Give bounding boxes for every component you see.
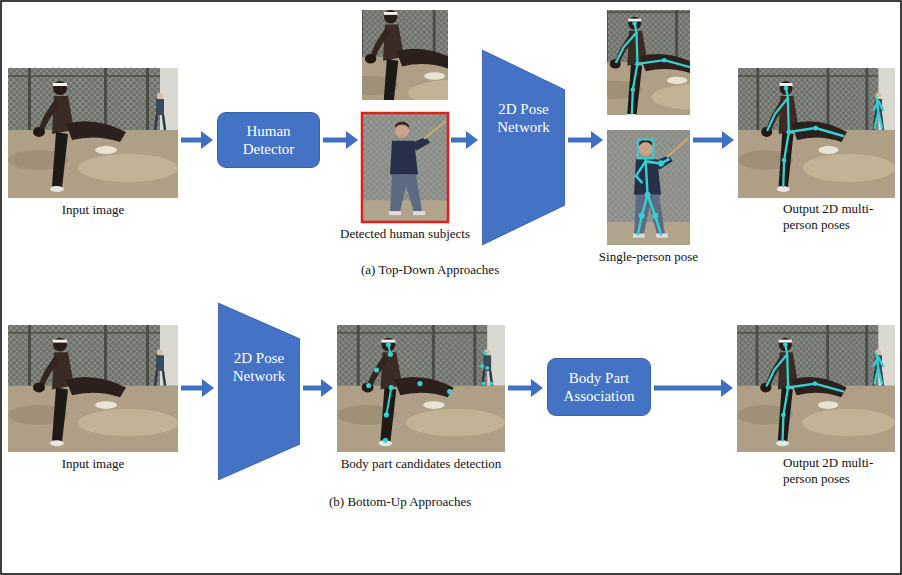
image-node: Single-person pose	[607, 10, 690, 265]
arrow-shaft	[181, 386, 203, 391]
image-caption: Output 2D multi-person poses	[783, 201, 895, 232]
image-caption: Body part candidates detection	[341, 456, 502, 472]
crop-photo	[362, 113, 448, 222]
pose-photo	[587, 5, 744, 125]
image-area	[607, 10, 690, 245]
flow-arrow	[303, 379, 333, 397]
image-caption: Input image	[62, 456, 124, 472]
arrow-shaft	[693, 138, 723, 143]
pose-photo	[607, 130, 690, 245]
flow-arrow	[568, 131, 603, 149]
output-photo	[737, 325, 895, 452]
trapezoid-shape	[218, 303, 300, 480]
section-caption: (a) Top-Down Approaches	[361, 262, 499, 278]
flow-arrow	[508, 379, 543, 397]
arrow-shaft	[451, 138, 467, 143]
network-trapezoid: 2D Pose Network	[482, 50, 565, 245]
arrow-shaft	[303, 386, 322, 391]
image-node: Output 2D multi-person poses	[738, 68, 895, 232]
image-caption: Detected human subjects	[340, 226, 470, 242]
arrow-head	[466, 131, 478, 149]
arrow-head	[722, 131, 734, 149]
image-node: Body part candidates detection	[337, 325, 505, 472]
output-photo	[738, 68, 895, 198]
flow-arrow	[323, 131, 358, 149]
arrow-head	[531, 379, 543, 397]
flow-arrow	[451, 131, 478, 149]
trapezoid-shape	[482, 50, 565, 245]
arrow-head	[721, 379, 733, 397]
arrow-head	[321, 379, 333, 397]
flow-arrow	[693, 131, 734, 149]
image-node: Input image	[8, 68, 178, 218]
node-text: Body Part Association	[556, 369, 642, 405]
image-node: Output 2D multi-person poses	[737, 325, 895, 486]
arrow-shaft	[508, 386, 532, 391]
input-photo	[8, 325, 178, 452]
flow-arrow	[181, 379, 214, 397]
arrow-head	[346, 131, 358, 149]
flow-arrow	[181, 131, 213, 149]
image-node: Detected human subjects	[362, 10, 448, 242]
node-text: 2D Pose Network	[482, 50, 565, 136]
arrow-shaft	[181, 138, 202, 143]
arrow-shaft	[323, 138, 347, 143]
arrow-head	[202, 379, 214, 397]
image-caption: Output 2D multi-person poses	[783, 455, 895, 486]
arrow-head	[201, 131, 213, 149]
arrow-shaft	[568, 138, 592, 143]
image-area	[8, 325, 178, 452]
image-area	[737, 325, 895, 452]
image-area	[362, 10, 448, 222]
flow-arrow	[654, 379, 733, 397]
process-box: Body Part Association	[547, 358, 651, 416]
process-box: Human Detector	[217, 112, 320, 168]
node-text: Human Detector	[226, 122, 311, 158]
image-area	[337, 325, 505, 452]
crop-photo	[341, 0, 503, 122]
image-node: Input image	[8, 325, 178, 472]
image-area	[738, 68, 895, 198]
image-caption: Single-person pose	[599, 249, 698, 265]
network-trapezoid: 2D Pose Network	[218, 303, 300, 480]
arrow-head	[591, 131, 603, 149]
node-text: 2D Pose Network	[218, 303, 300, 385]
input-photo	[8, 68, 178, 198]
section-caption: (b) Bottom-Up Approaches	[329, 494, 471, 510]
trapezoid-fill	[482, 50, 565, 245]
arrow-shaft	[654, 386, 722, 391]
crop-highlight	[362, 113, 448, 222]
trapezoid-fill	[218, 303, 300, 480]
image-caption: Input image	[62, 202, 124, 218]
candidates-photo	[337, 325, 505, 452]
image-area	[8, 68, 178, 198]
